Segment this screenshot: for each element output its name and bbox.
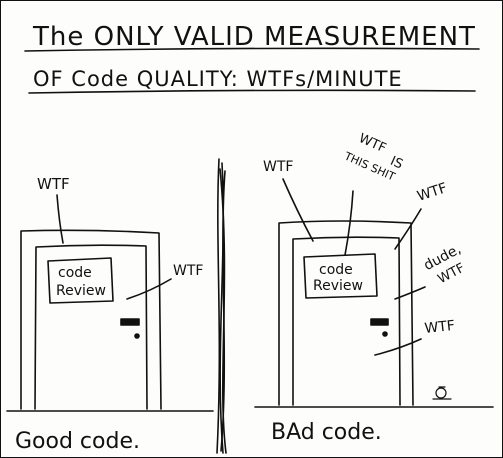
left-wtf-2-pointer: [126, 278, 172, 300]
title-underline-1: [24, 47, 480, 52]
right-dude-pointer: [394, 286, 426, 300]
right-wtf-1: WTF: [263, 159, 293, 175]
right-door: [254, 220, 494, 408]
left-caption: Good code.: [15, 429, 140, 454]
left-sign: code Review: [47, 257, 114, 304]
title-line-1: The ONLY VALID MEASUREMENT: [32, 22, 476, 52]
title-underline-2: [28, 89, 476, 94]
right-wtf-is-2: IS: [388, 154, 405, 173]
wtf-is-this-group: WTF IS THIS SHIT: [341, 131, 405, 183]
right-wtf-is-1: WTF: [356, 131, 388, 156]
right-wtf-2-pointer: [394, 208, 422, 250]
left-wtf-2: WTF: [173, 263, 203, 279]
right-sign: code Review: [303, 253, 378, 299]
right-wtf-3: WTF: [424, 318, 456, 337]
center-divider: [216, 158, 227, 454]
left-wtf-1-pointer: [56, 194, 64, 244]
right-sign-line-2: Review: [313, 278, 363, 294]
right-wtf-2: WTF: [415, 180, 449, 205]
signature-doodle-icon: [432, 386, 452, 400]
left-sign-line-2: Review: [56, 283, 106, 299]
left-sign-line-1: code: [58, 265, 92, 281]
dude-wtf-group: dude, WTF: [421, 241, 467, 287]
right-sign-line-1: code: [319, 262, 353, 278]
title-line-2: OF Code QUALITY: WTFs/MINUTE: [33, 67, 403, 91]
left-door: [6, 229, 214, 412]
right-wtf-1-pointer: [282, 178, 314, 242]
left-wtf-1: WTF: [37, 175, 70, 193]
right-wtf-3-pointer: [374, 338, 422, 356]
right-wtf-is-pointer: [344, 190, 354, 256]
right-caption: BAd code.: [271, 420, 382, 445]
